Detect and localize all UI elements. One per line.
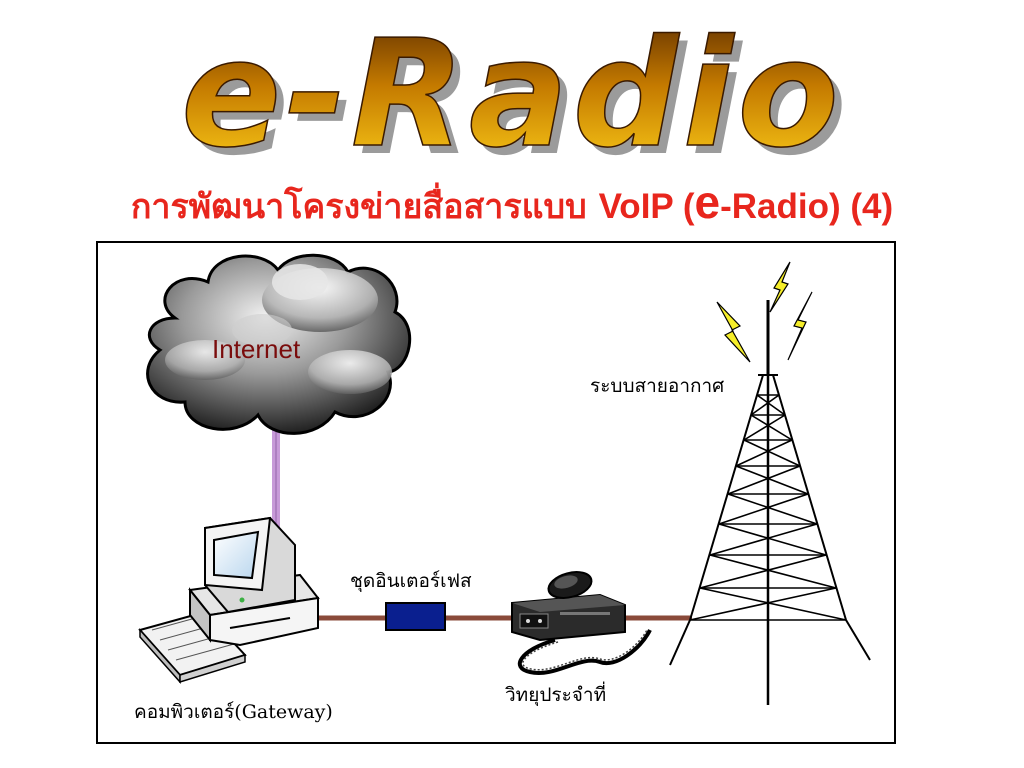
cloud-label: Internet — [212, 334, 301, 364]
e-radio-logo: e-Radio e-Radio — [180, 7, 851, 165]
computer-gateway-icon — [138, 516, 320, 684]
computer-label: คอมพิวเตอร์(Gateway) — [134, 701, 333, 723]
subtitle-rest: -Radio) (4) — [720, 187, 894, 226]
subtitle-voip: VoIP ( — [598, 187, 695, 226]
radio-label: วิทยุประจำที่ — [505, 684, 607, 706]
diagram-frame — [96, 241, 896, 744]
antenna-tower-icon — [669, 300, 871, 705]
radio-wave-icon — [716, 261, 813, 363]
interface-box — [385, 602, 446, 631]
interface-label: ชุดอินเตอร์เฟส — [350, 570, 472, 592]
antenna-label: ระบบสายอากาศ — [590, 375, 725, 397]
logo-text: e-Radio — [181, 8, 843, 165]
mobile-radio-icon — [511, 571, 652, 676]
subtitle-thai: การพัฒนาโครงข่ายสื่อสารแบบ — [130, 187, 599, 227]
subtitle-e: e — [694, 176, 721, 228]
internet-cloud — [146, 253, 412, 435]
page-subtitle: การพัฒนาโครงข่ายสื่อสารแบบ VoIP (e-Radio… — [0, 178, 1024, 231]
logo-shadow: e-Radio — [189, 16, 851, 165]
